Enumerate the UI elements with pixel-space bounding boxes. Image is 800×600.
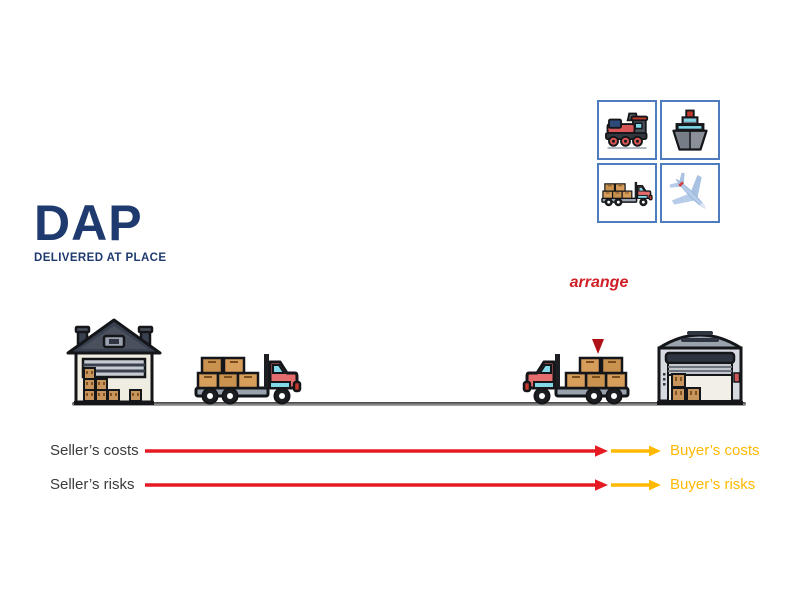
buyer-costs-label: Buyer’s costs	[670, 442, 760, 459]
truck-icon	[601, 181, 653, 207]
buyer-risks-label: Buyer’s risks	[670, 476, 756, 493]
ship-icon	[672, 109, 708, 151]
risks-flow-arrows	[145, 479, 661, 491]
seller-costs-label: Seller’s costs	[50, 442, 139, 459]
seller-warehouse-icon	[66, 318, 162, 405]
arrange-annotation-label: arrange	[569, 274, 629, 291]
seller-costs-arrow-icon	[145, 445, 608, 457]
loaded-truck-departing-icon	[194, 352, 302, 405]
ground-line	[72, 402, 746, 406]
buyer-risks-arrow-icon	[611, 479, 661, 491]
page-title: DAP	[34, 195, 143, 251]
arrange-down-arrow-icon	[592, 297, 604, 354]
train-icon	[605, 112, 649, 149]
seller-risks-label: Seller’s risks	[50, 476, 135, 493]
title-block: DAP DELIVERED AT PLACE	[34, 198, 166, 264]
transport-cell-truck	[597, 163, 657, 223]
airplane-icon	[669, 172, 706, 209]
costs-flow-arrows	[145, 445, 661, 457]
seller-risks-arrow-icon	[145, 479, 608, 491]
page-subtitle: DELIVERED AT PLACE	[34, 252, 167, 264]
loaded-truck-arriving-icon	[522, 352, 630, 405]
transport-cell-train	[597, 100, 657, 160]
buyer-warehouse-icon	[657, 331, 743, 405]
buyer-costs-arrow-icon	[611, 445, 661, 457]
transport-cell-airplane	[660, 163, 720, 223]
transport-cell-ship	[660, 100, 720, 160]
transport-modes-grid	[597, 100, 720, 223]
